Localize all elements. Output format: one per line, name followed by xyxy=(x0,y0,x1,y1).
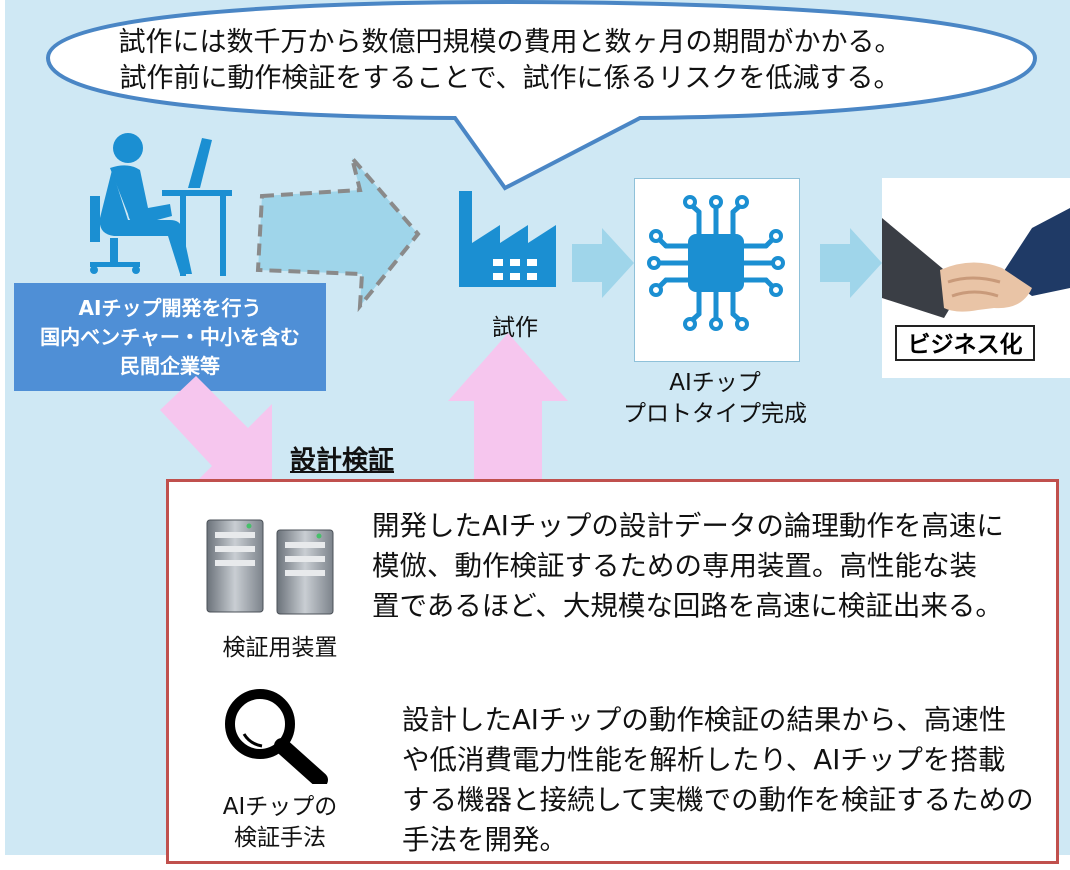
method-description-line-2: や低消費電力性能を解析したり、AIチップを搭載 xyxy=(402,744,1006,776)
company-box: AIチップ開発を行う 国内ベンチャー・中小を含む 民間企業等 xyxy=(14,283,326,391)
speech-bubble xyxy=(45,0,1038,191)
person-at-computer-icon xyxy=(90,133,232,276)
speech-line-2: 試作前に動作検証をすることで、試作に係るリスクを低減する。 xyxy=(119,63,901,94)
equipment-description-line-3: 置であるほど、大規模な回路を高速に検証出来る。 xyxy=(372,590,1003,622)
pink-arrow-up xyxy=(448,333,568,481)
method-label-line-2: 検証手法 xyxy=(234,825,326,851)
arrow-chip-to-business xyxy=(820,228,882,298)
chip-label-line-2: プロトタイプ完成 xyxy=(623,401,807,427)
method-label: AIチップの 検証手法 xyxy=(200,792,360,854)
equipment-label: 検証用装置 xyxy=(222,635,338,661)
chip-label-line-1: AIチップ xyxy=(669,370,761,396)
prototype-label: 試作 xyxy=(492,315,538,341)
method-label-line-1: AIチップの xyxy=(222,794,338,820)
ai-chip-icon xyxy=(647,195,785,331)
equipment-description: 開発したAIチップの設計データの論理動作を高速に 模倣、動作検証するための専用装… xyxy=(372,506,1052,626)
design-verification-title: 設計検証 xyxy=(290,446,395,476)
equipment-description-line-1: 開発したAIチップの設計データの論理動作を高速に xyxy=(372,510,1004,542)
company-line-2: 国内ベンチャー・中小を含む xyxy=(40,324,300,349)
equipment-description-line-2: 模倣、動作検証するための専用装置。高性能な装 xyxy=(372,550,977,582)
company-line-1: AIチップ開発を行う xyxy=(78,295,262,320)
arrow-prototype-to-chip xyxy=(572,228,634,298)
chip-label: AIチップ プロトタイプ完成 xyxy=(600,368,830,430)
business-label: ビジネス化 xyxy=(895,325,1035,361)
method-description: 設計したAIチップの動作検証の結果から、高速性 や低消費電力性能を解析したり、A… xyxy=(402,700,1052,860)
method-description-line-1: 設計したAIチップの動作検証の結果から、高速性 xyxy=(402,704,1007,736)
magnifier-icon xyxy=(225,689,328,784)
company-line-3: 民間企業等 xyxy=(120,353,220,378)
method-description-line-3: する機器と接続して実機での動作を検証するための xyxy=(402,784,1034,816)
factory-icon xyxy=(459,191,556,287)
speech-line-1: 試作には数千万から数億円規模の費用と数ヶ月の期間がかかる。 xyxy=(118,27,902,58)
server-icon xyxy=(206,519,334,615)
method-description-line-4: 手法を開発。 xyxy=(402,824,567,856)
